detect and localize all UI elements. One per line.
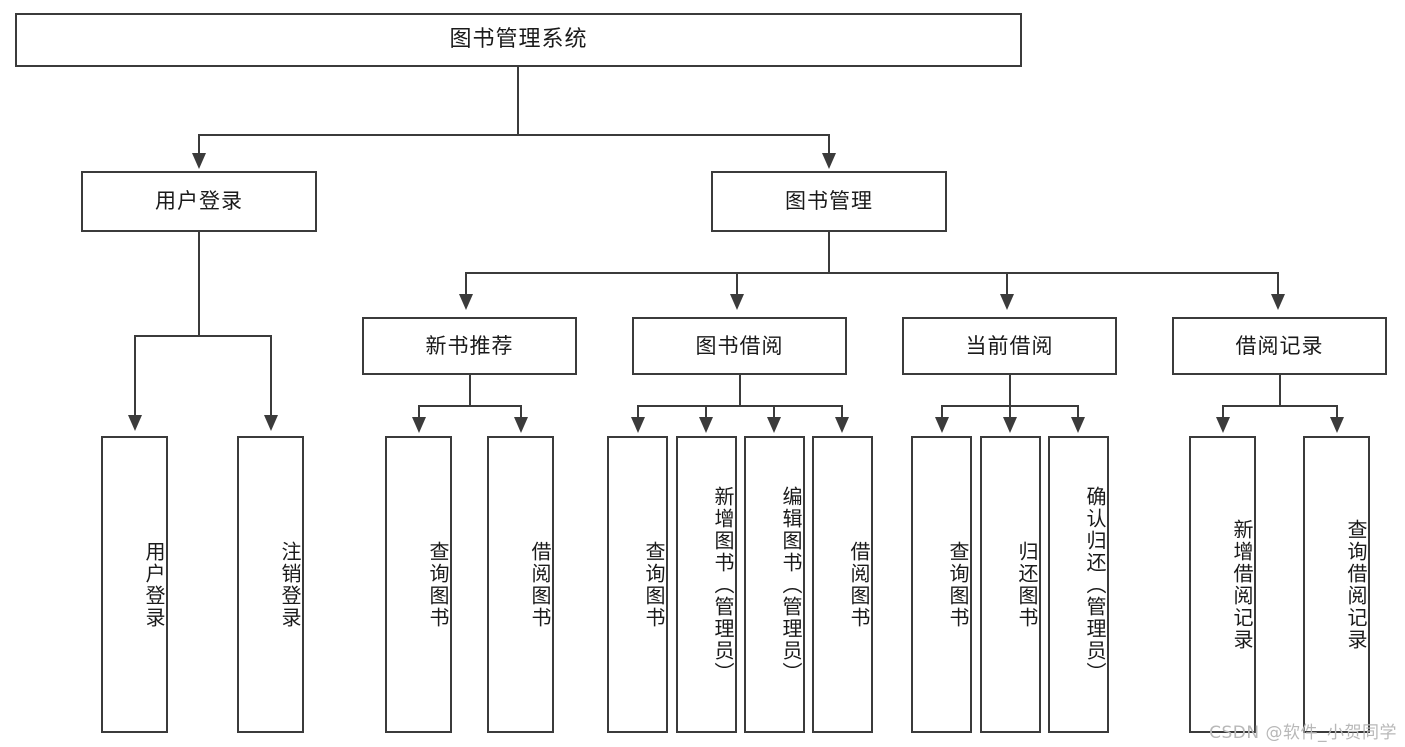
node-book-management[interactable]: 图书管理: [711, 171, 947, 232]
arrow-new-book-to-leaf-2: [514, 417, 528, 433]
arrow-root-to-book-mgmt: [822, 153, 836, 169]
arrow-book-borrow-to-leaf-3: [767, 417, 781, 433]
leaf-current-borrow-query[interactable]: 查询图书: [911, 436, 972, 733]
arrow-bus-to-book-borrow: [730, 294, 744, 310]
node-book-borrow[interactable]: 图书借阅: [632, 317, 847, 375]
node-label: 用户登录: [142, 540, 166, 629]
edge-borrow-record-to-leaf-2: [1336, 405, 1338, 419]
edge-book-borrow-to-leaf-4: [841, 405, 843, 419]
edge-user-login-bus: [134, 335, 272, 337]
node-new-book-recommend[interactable]: 新书推荐: [362, 317, 577, 375]
edge-book-borrow-to-leaf-3: [773, 405, 775, 419]
arrow-user-login-to-leaf-1: [128, 415, 142, 431]
arrow-borrow-record-to-leaf-1: [1216, 417, 1230, 433]
edge-root-stem: [517, 67, 519, 135]
node-label: 编辑图书（管理员）: [779, 485, 803, 684]
edge-user-login-to-leaf-2: [270, 335, 272, 417]
arrow-current-borrow-to-leaf-2: [1003, 417, 1017, 433]
node-label: 新增图书（管理员）: [711, 485, 735, 684]
node-label: 查询借阅记录: [1344, 518, 1368, 651]
edge-book-mgmt-stem: [828, 232, 830, 273]
arrow-root-to-user-login: [192, 153, 206, 169]
edge-current-borrow-to-leaf-3: [1077, 405, 1079, 419]
leaf-current-borrow-return[interactable]: 归还图书: [980, 436, 1041, 733]
leaf-new-book-borrow[interactable]: 借阅图书: [487, 436, 554, 733]
node-label: 查询图书: [642, 540, 666, 629]
arrow-current-borrow-to-leaf-3: [1071, 417, 1085, 433]
edge-book-borrow-to-leaf-1: [637, 405, 639, 419]
edge-current-borrow-stem: [1009, 375, 1011, 407]
node-label: 注销登录: [278, 540, 302, 629]
node-root-system[interactable]: 图书管理系统: [15, 13, 1022, 67]
arrow-current-borrow-to-leaf-1: [935, 417, 949, 433]
leaf-new-book-query[interactable]: 查询图书: [385, 436, 452, 733]
node-label: 新书推荐: [425, 333, 514, 358]
edge-root-to-user-login: [198, 134, 200, 156]
edge-borrow-record-to-leaf-1: [1222, 405, 1224, 419]
edge-book-borrow-bus: [637, 405, 843, 407]
arrow-book-borrow-to-leaf-1: [631, 417, 645, 433]
edge-bus-to-book-borrow: [736, 272, 738, 296]
node-label: 图书管理系统: [449, 27, 588, 53]
edge-user-login-stem: [198, 232, 200, 336]
arrow-book-borrow-to-leaf-2: [699, 417, 713, 433]
leaf-book-borrow-edit[interactable]: 编辑图书（管理员）: [744, 436, 805, 733]
edge-new-book-stem: [469, 375, 471, 407]
leaf-borrow-record-add[interactable]: 新增借阅记录: [1189, 436, 1256, 733]
edge-new-book-to-leaf-1: [418, 405, 420, 419]
arrow-new-book-to-leaf-1: [412, 417, 426, 433]
arrow-bus-to-current-borrow: [1000, 294, 1014, 310]
node-label: 当前借阅: [965, 333, 1054, 358]
node-label: 归还图书: [1015, 540, 1039, 629]
leaf-book-borrow-query[interactable]: 查询图书: [607, 436, 668, 733]
node-label: 查询图书: [946, 540, 970, 629]
node-label: 新增借阅记录: [1230, 518, 1254, 651]
leaf-current-borrow-confirm-return[interactable]: 确认归还（管理员）: [1048, 436, 1109, 733]
leaf-book-borrow-add[interactable]: 新增图书（管理员）: [676, 436, 737, 733]
leaf-borrow-record-query[interactable]: 查询借阅记录: [1303, 436, 1370, 733]
node-label: 借阅记录: [1235, 333, 1324, 358]
edge-current-borrow-to-leaf-1: [941, 405, 943, 419]
edge-book-borrow-to-leaf-2: [705, 405, 707, 419]
edge-user-login-to-leaf-1: [134, 335, 136, 417]
node-label: 确认归还（管理员）: [1083, 485, 1107, 684]
edge-bus-to-current-borrow: [1006, 272, 1008, 296]
edge-root-to-book-mgmt: [828, 134, 830, 156]
edge-root-bus: [198, 134, 830, 136]
edge-bus-to-borrow-record: [1277, 272, 1279, 296]
edge-book-borrow-stem: [739, 375, 741, 407]
edge-current-borrow-to-leaf-2: [1009, 405, 1011, 419]
node-user-login[interactable]: 用户登录: [81, 171, 317, 232]
node-label: 借阅图书: [528, 540, 552, 629]
edge-new-book-bus: [418, 405, 522, 407]
watermark-text: CSDN @软件_小贺同学: [1209, 723, 1397, 743]
node-label: 用户登录: [155, 189, 243, 214]
leaf-user-login-login[interactable]: 用户登录: [101, 436, 168, 733]
arrow-user-login-to-leaf-2: [264, 415, 278, 431]
arrow-bus-to-borrow-record: [1271, 294, 1285, 310]
node-current-borrow[interactable]: 当前借阅: [902, 317, 1117, 375]
node-label: 查询图书: [426, 540, 450, 629]
edge-borrow-record-stem: [1279, 375, 1281, 407]
leaf-user-login-logout[interactable]: 注销登录: [237, 436, 304, 733]
node-borrow-record[interactable]: 借阅记录: [1172, 317, 1387, 375]
arrow-bus-to-new-book: [459, 294, 473, 310]
node-label: 图书借阅: [695, 333, 784, 358]
arrow-borrow-record-to-leaf-2: [1330, 417, 1344, 433]
arrow-book-borrow-to-leaf-4: [835, 417, 849, 433]
edge-new-book-to-leaf-2: [520, 405, 522, 419]
node-label: 图书管理: [785, 189, 873, 214]
node-label: 借阅图书: [847, 540, 871, 629]
edge-borrow-record-bus: [1222, 405, 1338, 407]
edge-level3-bus: [465, 272, 1279, 274]
edge-bus-to-new-book: [465, 272, 467, 296]
leaf-book-borrow-borrow[interactable]: 借阅图书: [812, 436, 873, 733]
